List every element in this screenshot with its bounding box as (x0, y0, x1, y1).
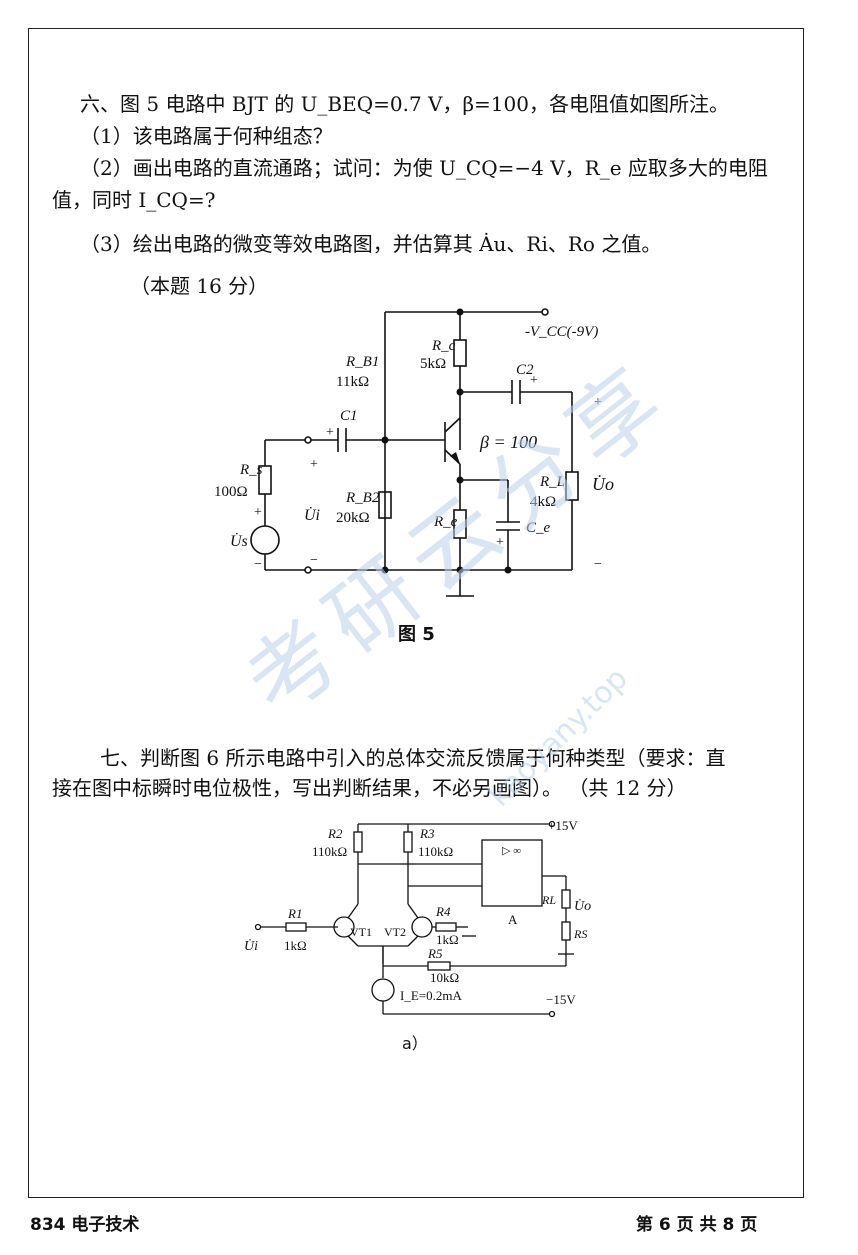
c1-label: C1 (340, 408, 358, 424)
in-minus: − (310, 553, 318, 568)
beta-label: β = 100 (479, 432, 537, 452)
q6-line2: （1）该电路属于何种组态？ (80, 124, 333, 148)
opamp-symbol: ▷ ∞ (502, 845, 521, 857)
vt1-label: VT1 (350, 925, 372, 939)
rs-label: RS (573, 927, 587, 941)
q7-line1: 七、判断图 6 所示电路中引入的总体交流反馈属于何种类型（要求：直 (100, 746, 726, 770)
r4-value: 1kΩ (436, 932, 459, 947)
us-plus: + (254, 505, 262, 520)
rl-value: 4kΩ (530, 494, 556, 510)
rb1-value: 11kΩ (336, 374, 369, 390)
figure-5-circuit: -V_CC(-9V) R_c 5kΩ R_B1 11kΩ C2 + + C1 +… (214, 308, 614, 597)
uo-label: U̇o (574, 898, 591, 914)
figure-5-caption: 图 5 (398, 624, 435, 645)
q6-line5: （3）绘出电路的微变等效电路图，并估算其 Ȧu、Ri、Ro 之值。 (80, 232, 662, 256)
rb2-value: 20kΩ (336, 510, 370, 526)
rs-value: 100Ω (214, 484, 248, 500)
q6-line6: （本题 16 分） (130, 274, 269, 298)
re-label: R_e (433, 514, 458, 530)
rc-value: 5kΩ (420, 356, 446, 372)
ui-label: U̇i (304, 507, 320, 524)
r1-value: 1kΩ (284, 938, 307, 953)
rl-label: RL (541, 893, 556, 907)
ce-label: C_e (526, 520, 551, 536)
vminus-label: −15V (546, 992, 576, 1007)
vcc-label: -V_CC(-9V) (525, 324, 598, 340)
r3-label: R3 (419, 826, 435, 841)
vt2-label: VT2 (384, 925, 406, 939)
q6-line3: （2）画出电路的直流通路；试问：为使 U_CQ=−4 V，R_e 应取多大的电阻 (80, 156, 768, 180)
q6-line1: 六、图 5 电路中 BJT 的 U_BEQ=0.7 V，β=100，各电阻值如图… (80, 92, 729, 116)
vplus-label: +15V (548, 818, 578, 833)
c2-label: C2 (516, 362, 534, 378)
opamp-label: A (508, 912, 518, 927)
rs-name: R_s (239, 462, 263, 478)
figure-6-circuit: R2 110kΩ R3 110kΩ +15V ▷ ∞ +15V A RL U̇o… (244, 818, 591, 1018)
footer-page: 第 6 页 共 8 页 (636, 1215, 758, 1235)
r4-label: R4 (435, 904, 451, 919)
r1-label: R1 (287, 906, 302, 921)
out-plus: + (594, 395, 602, 410)
c1-plus: + (326, 425, 334, 440)
rl-name: R_L (539, 474, 565, 490)
r2-value: 110kΩ (312, 844, 347, 859)
rb2-name: R_B2 (345, 490, 380, 506)
in-plus: + (310, 457, 318, 472)
r2-label: R2 (327, 826, 343, 841)
out-minus: − (594, 557, 602, 572)
figure-6-caption: a） (402, 1034, 428, 1053)
ce-plus: + (496, 535, 504, 550)
r5-label: R5 (427, 946, 443, 961)
ie-label: I_E=0.2mA (400, 988, 462, 1003)
page-frame (28, 28, 804, 1198)
uo-label: U̇o (592, 473, 614, 494)
q7-line2: 接在图中标瞬时电位极性，写出判断结果，不必另画图）。 （共 12 分） (52, 776, 687, 800)
footer-course: 834 电子技术 (30, 1215, 140, 1235)
us-minus: − (254, 557, 262, 572)
r5-value: 10kΩ (430, 970, 459, 985)
ui-label: U̇i (244, 938, 258, 954)
us-label: U̇s (230, 533, 248, 550)
c2-plus: + (530, 373, 538, 388)
q6-line4: 值，同时 I_CQ=? (52, 188, 216, 212)
r3-value: 110kΩ (418, 844, 453, 859)
rb1-name: R_B1 (345, 354, 379, 370)
rc-name: R_c (431, 338, 456, 354)
